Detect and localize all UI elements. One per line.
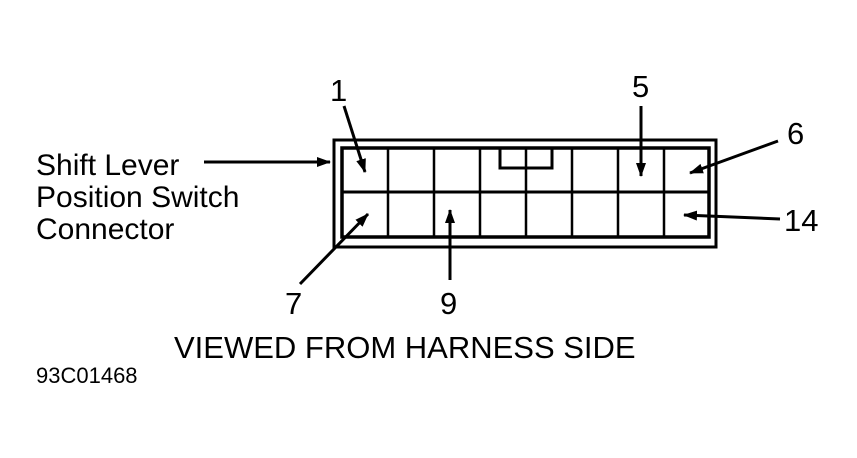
figure-code: 93C01468 bbox=[36, 363, 138, 388]
connector-label-line3: Connector bbox=[36, 213, 174, 246]
pin-9-label: 9 bbox=[440, 286, 457, 321]
pin-callouts: 1 5 6 14 7 9 bbox=[285, 69, 818, 321]
pin-14-arrow bbox=[683, 210, 781, 221]
pin-14-label: 14 bbox=[784, 203, 818, 238]
connector-label: Shift Lever Position Switch Connector bbox=[36, 149, 239, 246]
pin-1-label: 1 bbox=[330, 73, 347, 108]
pin-5-label: 5 bbox=[632, 69, 649, 104]
column-dividers bbox=[386, 148, 666, 237]
connector-label-line1: Shift Lever bbox=[36, 149, 179, 182]
pin-7-arrow bbox=[298, 212, 370, 286]
pin-7-label: 7 bbox=[285, 286, 302, 321]
connector-body bbox=[332, 138, 718, 249]
locking-key-notch bbox=[498, 148, 554, 170]
view-caption: VIEWED FROM HARNESS SIDE bbox=[174, 330, 636, 365]
pin-6-arrow bbox=[689, 139, 779, 175]
connector-label-line2: Position Switch bbox=[36, 181, 239, 214]
pin-6-label: 6 bbox=[787, 116, 804, 151]
pin-1-arrow bbox=[342, 105, 367, 173]
connector-outer-shell bbox=[332, 138, 718, 249]
